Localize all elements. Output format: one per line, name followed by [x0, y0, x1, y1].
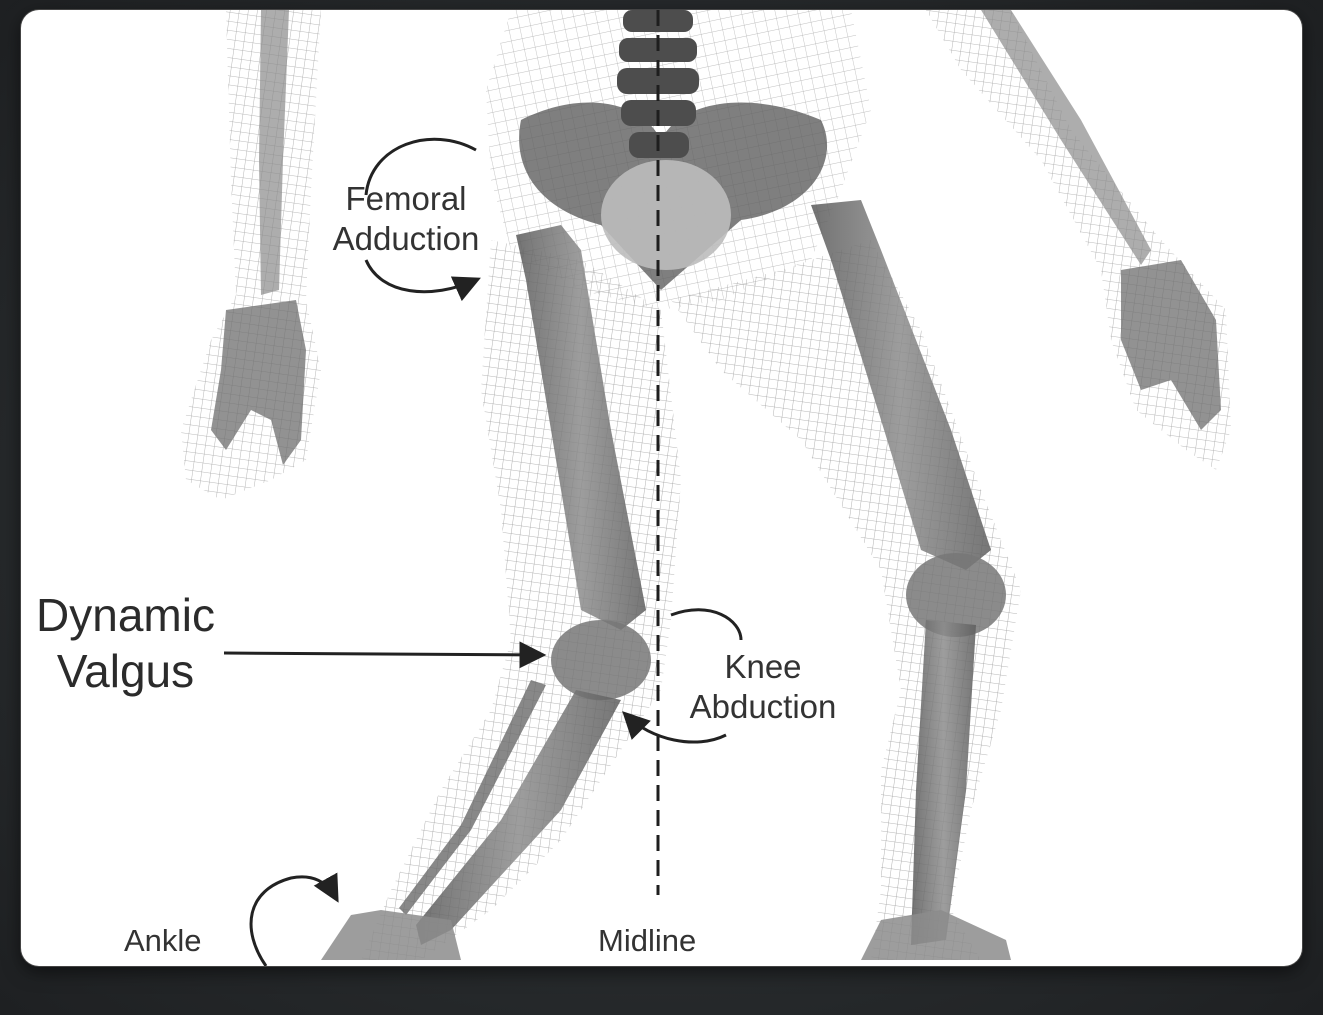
femoral-adduction-label: Femoral Adduction: [316, 182, 496, 255]
ankle-label: Ankle: [124, 925, 202, 956]
skeleton-figure: [21, 10, 1302, 966]
valgus-label-line1: Dynamic: [23, 592, 228, 638]
ankle-rotation-arrow: [251, 877, 336, 966]
knee-label-line2: Abduction: [663, 690, 863, 723]
knee-abduction-label: Knee Abduction: [663, 650, 863, 723]
valgus-label-line2: Valgus: [23, 648, 228, 694]
right-leg: [671, 200, 1021, 960]
midline-label: Midline: [598, 925, 696, 956]
femoral-label-line2: Adduction: [316, 222, 496, 255]
valgus-pointer-arrow: [224, 653, 541, 655]
slide-frame: Femoral Adduction Dynamic Valgus Knee Ab…: [21, 10, 1302, 966]
dynamic-valgus-label: Dynamic Valgus: [23, 592, 228, 694]
right-arm: [926, 10, 1231, 470]
left-arm: [181, 10, 321, 500]
knee-label-line1: Knee: [663, 650, 863, 683]
femoral-label-line1: Femoral: [316, 182, 496, 215]
left-leg: [321, 225, 681, 960]
